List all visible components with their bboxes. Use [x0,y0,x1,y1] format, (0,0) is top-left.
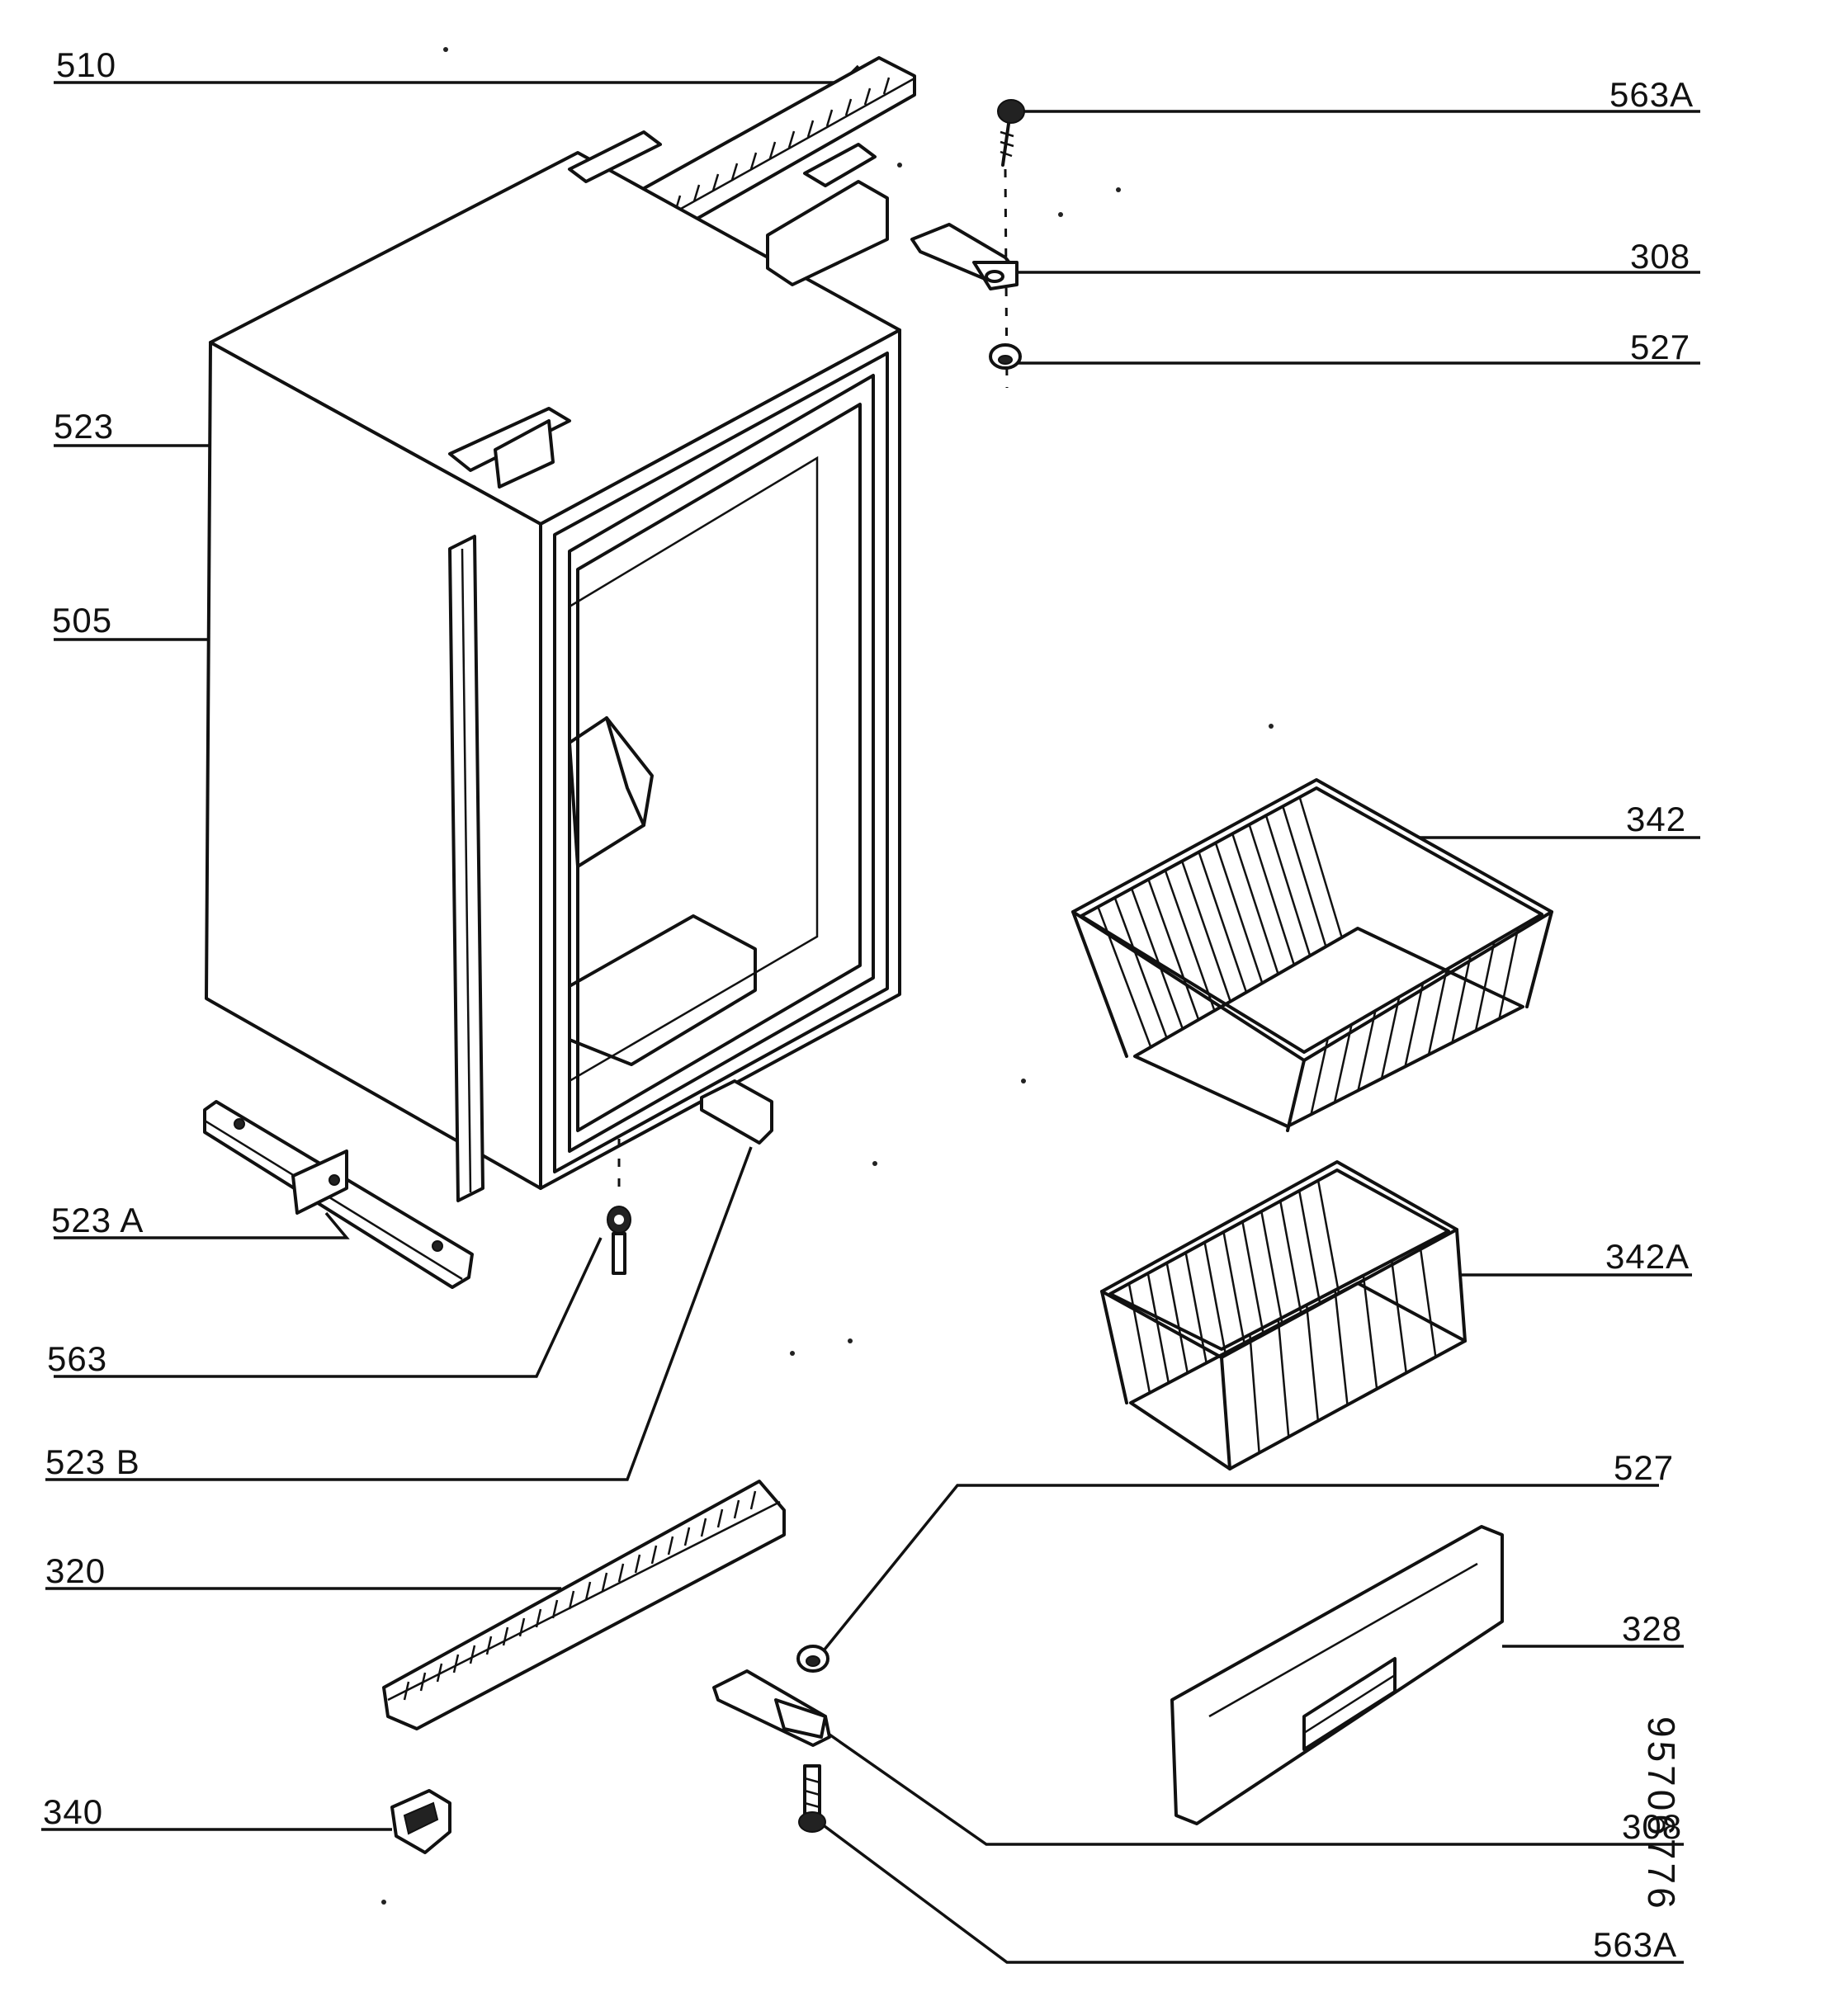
part-342-large-basket [1071,778,1553,1132]
document-number: 95706776 [1640,1716,1683,1912]
part-527-top-washer [989,343,1022,370]
label-308-bottom: 308 [1622,1807,1683,1846]
part-320-control-strip [382,1480,786,1730]
part-523a-bracket [203,1100,474,1289]
label-505: 505 [52,601,113,640]
label-342a: 342A [1605,1237,1690,1276]
label-523b: 523 B [45,1442,140,1481]
cabinet-body [205,130,901,1202]
label-328: 328 [1622,1609,1683,1648]
scan-specks [381,47,1274,1905]
label-523a: 523 A [51,1201,144,1239]
part-308-bottom-hinge [712,1669,831,1747]
part-527-bottom-washer [796,1645,829,1673]
label-563a-bottom: 563A [1593,1925,1678,1964]
leader-lines-right [815,110,1700,1964]
part-563a-bottom-screw [798,1764,826,1833]
part-563-screw [607,1206,631,1275]
label-342: 342 [1626,800,1687,838]
label-320: 320 [45,1551,106,1590]
label-527-bottom: 527 [1614,1448,1675,1487]
part-328-front-panel [1170,1525,1504,1825]
label-308-top: 308 [1630,237,1691,276]
part-340-clip [390,1789,451,1854]
label-510: 510 [56,45,117,84]
label-563: 563 [47,1339,108,1378]
part-523b-bracket [617,1079,773,1197]
part-342a-small-basket [1100,1160,1467,1470]
label-340: 340 [43,1792,104,1831]
label-563a-top: 563A [1609,75,1694,114]
part-308-top-hinge [910,223,1019,290]
label-527-top: 527 [1630,328,1691,366]
part-563a-top-screw [997,99,1025,167]
label-523: 523 [54,407,115,446]
